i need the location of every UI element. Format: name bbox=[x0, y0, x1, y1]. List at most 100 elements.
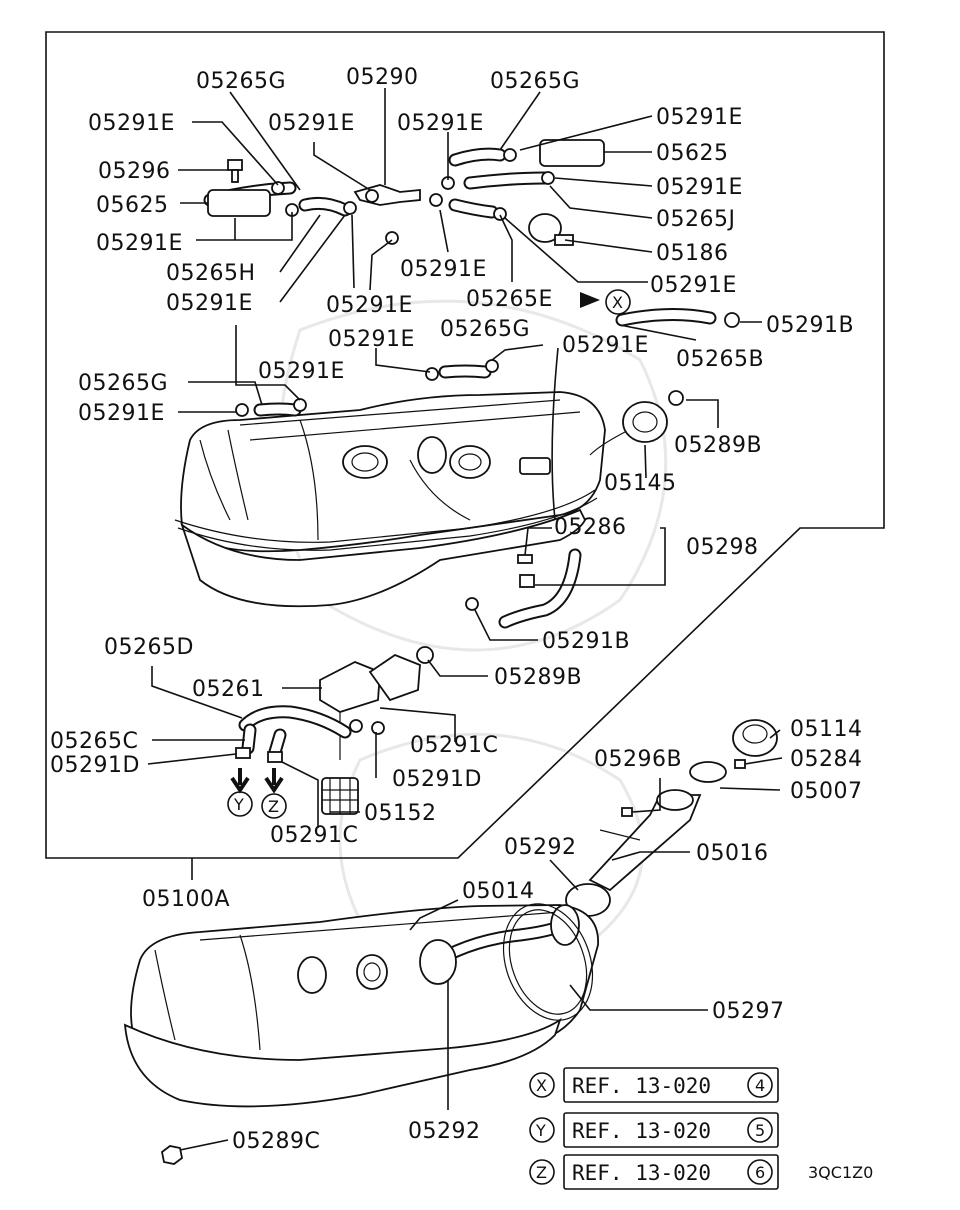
clamp-05292-lower bbox=[419, 939, 457, 985]
nut-05289B-upper bbox=[668, 390, 684, 406]
svg-text:REF. 13-020: REF. 13-020 bbox=[572, 1119, 711, 1143]
bolt-05296 bbox=[227, 159, 243, 183]
valve-05186 bbox=[528, 213, 574, 246]
marker-x: X bbox=[605, 289, 631, 315]
label-05291E: 05291E bbox=[166, 291, 253, 316]
label-05265G: 05265G bbox=[440, 317, 530, 342]
label-05291E: 05291E bbox=[656, 105, 743, 130]
svg-text:X: X bbox=[536, 1076, 547, 1095]
label-05289B: 05289B bbox=[674, 433, 762, 458]
svg-text:Z: Z bbox=[536, 1163, 547, 1182]
label-05186: 05186 bbox=[656, 241, 729, 266]
reference-row: X REF. 13-020 4 bbox=[529, 1067, 779, 1103]
svg-text:REF. 13-020: REF. 13-020 bbox=[572, 1161, 711, 1185]
label-05007: 05007 bbox=[790, 779, 863, 804]
svg-text:REF. 13-020: REF. 13-020 bbox=[572, 1074, 711, 1098]
label-05265E: 05265E bbox=[466, 287, 553, 312]
label-05296B: 05296B bbox=[594, 747, 682, 772]
bolt-05296B bbox=[621, 807, 633, 817]
label-05291E: 05291E bbox=[656, 175, 743, 200]
figure-code: 3QC1Z0 bbox=[808, 1163, 873, 1182]
cross-joint-05290 bbox=[353, 184, 421, 206]
label-05265G: 05265G bbox=[490, 69, 580, 94]
label-05291E: 05291E bbox=[328, 327, 415, 352]
label-05265H: 05265H bbox=[166, 261, 256, 286]
svg-text:X: X bbox=[612, 293, 623, 312]
leader-lines bbox=[147, 88, 783, 1151]
label-05014: 05014 bbox=[462, 879, 535, 904]
label-05265D: 05265D bbox=[104, 635, 194, 660]
label-05292: 05292 bbox=[504, 835, 577, 860]
fuel-tank-upper bbox=[174, 391, 606, 608]
label-05291E: 05291E bbox=[650, 273, 737, 298]
label-05291D: 05291D bbox=[392, 767, 482, 792]
label-05114: 05114 bbox=[790, 717, 863, 742]
label-05152: 05152 bbox=[364, 801, 437, 826]
label-05291B: 05291B bbox=[542, 629, 630, 654]
label-05625: 05625 bbox=[96, 193, 169, 218]
label-05289C: 05289C bbox=[232, 1129, 320, 1154]
label-05100A: 05100A bbox=[142, 887, 230, 912]
fuel-cap-05114 bbox=[732, 719, 778, 757]
assembly-border bbox=[45, 31, 885, 859]
label-05016: 05016 bbox=[696, 841, 769, 866]
label-05291E: 05291E bbox=[88, 111, 175, 136]
label-05291E: 05291E bbox=[268, 111, 355, 136]
fuel-filter-05152 bbox=[321, 777, 359, 815]
label-05265C: 05265C bbox=[50, 729, 138, 754]
label-05298: 05298 bbox=[686, 535, 759, 560]
reference-row: Y REF. 13-020 5 bbox=[529, 1112, 779, 1148]
vent-hoses bbox=[203, 147, 717, 629]
label-05291E: 05291E bbox=[326, 293, 413, 318]
clamp-05291D bbox=[235, 747, 251, 759]
label-05291B: 05291B bbox=[766, 313, 854, 338]
label-05290: 05290 bbox=[346, 65, 419, 90]
separator-05625-right bbox=[539, 139, 605, 167]
label-05292: 05292 bbox=[408, 1119, 481, 1144]
label-05291E: 05291E bbox=[78, 401, 165, 426]
label-05265B: 05265B bbox=[676, 347, 764, 372]
drain-plug-05298 bbox=[517, 554, 535, 588]
label-05291E: 05291E bbox=[400, 257, 487, 282]
label-05265G: 05265G bbox=[78, 371, 168, 396]
svg-text:5: 5 bbox=[755, 1121, 765, 1140]
label-05291E: 05291E bbox=[397, 111, 484, 136]
arrows-to-refs bbox=[230, 292, 600, 794]
part-labels: 05265G 05290 05265G 05291E 05291E 05291E… bbox=[50, 65, 863, 1154]
label-05265G: 05265G bbox=[196, 69, 286, 94]
label-05291D: 05291D bbox=[50, 753, 140, 778]
label-05625: 05625 bbox=[656, 141, 729, 166]
label-05265J: 05265J bbox=[656, 207, 735, 232]
label-05291E: 05291E bbox=[258, 359, 345, 384]
svg-text:6: 6 bbox=[755, 1163, 765, 1182]
svg-text:4: 4 bbox=[755, 1076, 765, 1095]
separator-05625-left bbox=[207, 189, 271, 217]
svg-text:Y: Y bbox=[233, 795, 244, 814]
fuel-pump-unit-05145 bbox=[589, 401, 668, 456]
protector-05297 bbox=[502, 903, 594, 1021]
nut-05289C bbox=[161, 1145, 183, 1165]
label-05291C: 05291C bbox=[270, 823, 358, 848]
reference-table: X REF. 13-020 4 Y REF. 13-020 5 Z REF. 1… bbox=[529, 1067, 779, 1190]
label-05291E: 05291E bbox=[562, 333, 649, 358]
label-05291E: 05291E bbox=[96, 231, 183, 256]
hose-clamps bbox=[235, 148, 740, 611]
label-05145: 05145 bbox=[604, 471, 677, 496]
screw-05284 bbox=[734, 759, 746, 769]
label-05289B: 05289B bbox=[494, 665, 582, 690]
svg-text:Y: Y bbox=[535, 1121, 546, 1140]
label-05291C: 05291C bbox=[410, 733, 498, 758]
gasket-05007 bbox=[689, 761, 727, 783]
marker-z: Z bbox=[261, 793, 287, 819]
label-05297: 05297 bbox=[712, 999, 785, 1024]
reference-row: Z REF. 13-020 6 bbox=[529, 1154, 779, 1190]
filler-neck-05016 bbox=[588, 789, 702, 892]
label-05296: 05296 bbox=[98, 159, 171, 184]
svg-text:Z: Z bbox=[268, 797, 279, 816]
fuel-gauge-unit-05261 bbox=[319, 646, 434, 760]
label-05261: 05261 bbox=[192, 677, 265, 702]
label-05286: 05286 bbox=[554, 515, 627, 540]
marker-y: Y bbox=[227, 791, 253, 817]
label-05284: 05284 bbox=[790, 747, 863, 772]
